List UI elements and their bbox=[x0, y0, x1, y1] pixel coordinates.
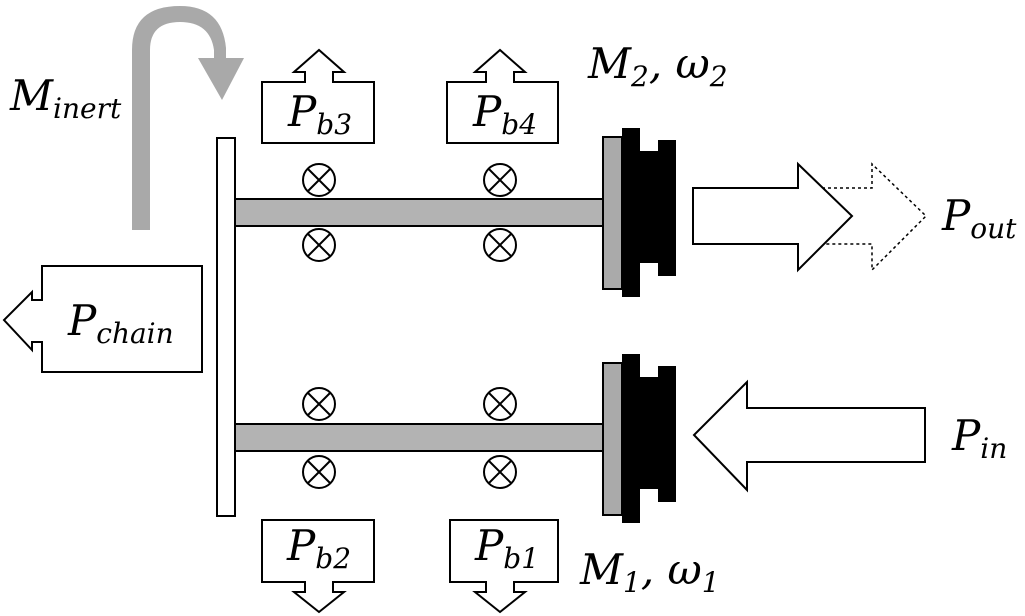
bearing-bottom-left-lower bbox=[302, 455, 336, 489]
label-p-chain: Pchain bbox=[67, 296, 174, 350]
label-m-inert: Minert bbox=[9, 71, 122, 125]
pb1-arrow-box bbox=[449, 519, 559, 614]
bearing-bottom-right-upper bbox=[483, 387, 517, 421]
label-m1-omega1: M1, ω1 bbox=[579, 545, 720, 599]
pout-dotted-arrow bbox=[780, 162, 928, 272]
label-m2-omega2: M2, ω2 bbox=[587, 39, 728, 93]
bearing-top-left-upper bbox=[302, 163, 336, 197]
label-p-in: Pin bbox=[951, 411, 1007, 465]
upper-shaft bbox=[234, 198, 604, 227]
label-p-out: Pout bbox=[941, 191, 1017, 245]
pout-arrow bbox=[692, 161, 854, 273]
inertia-moment-arrow bbox=[132, 6, 244, 230]
bearing-bottom-left-upper bbox=[302, 387, 336, 421]
pin-arrow bbox=[692, 379, 926, 493]
pb2-arrow-box bbox=[261, 519, 375, 614]
bearing-symbols bbox=[302, 163, 517, 489]
label-pb3: Pb3 bbox=[287, 87, 352, 141]
upper-gear bbox=[622, 128, 676, 297]
lower-shaft bbox=[234, 423, 604, 452]
label-pb1: Pb1 bbox=[474, 521, 539, 575]
bearing-top-left-lower bbox=[302, 228, 336, 262]
bearing-bottom-right-lower bbox=[483, 455, 517, 489]
pb4-arrow-box bbox=[446, 48, 559, 144]
pchain-arrow-box bbox=[2, 265, 203, 373]
pb3-arrow-box bbox=[261, 48, 375, 144]
label-pb4: Pb4 bbox=[472, 87, 537, 141]
lower-flange bbox=[602, 362, 623, 516]
bearing-top-right-upper bbox=[483, 163, 517, 197]
chain-plate bbox=[216, 137, 236, 517]
lower-gear bbox=[622, 354, 676, 523]
upper-flange bbox=[602, 136, 623, 290]
label-pb2: Pb2 bbox=[286, 521, 351, 575]
bearing-top-right-lower bbox=[483, 228, 517, 262]
